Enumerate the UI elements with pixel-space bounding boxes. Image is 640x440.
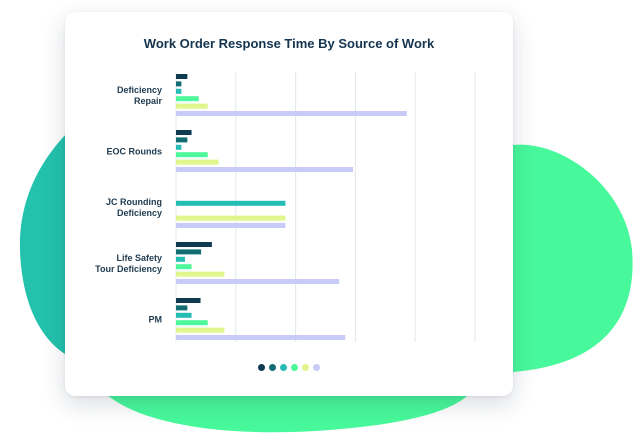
bar — [176, 320, 208, 326]
category-label: JC Rounding — [106, 197, 162, 207]
bar — [176, 152, 208, 158]
bar — [176, 74, 188, 79]
bar — [176, 256, 185, 262]
category-label: Deficiency — [117, 85, 162, 95]
pager-dot[interactable] — [291, 364, 298, 371]
green-blob-right — [513, 144, 633, 372]
bar — [176, 298, 201, 303]
pager-dot[interactable] — [280, 364, 287, 371]
bar — [176, 167, 354, 172]
bar — [176, 279, 340, 284]
category-label: Tour Deficiency — [95, 264, 162, 274]
bar — [176, 111, 407, 116]
category-label: EOC Rounds — [107, 147, 163, 157]
bar — [176, 103, 208, 109]
pager-dot[interactable] — [258, 364, 265, 371]
bar — [176, 271, 225, 277]
bar — [176, 264, 192, 270]
bar — [176, 335, 346, 340]
bar — [176, 144, 182, 150]
bar — [176, 249, 202, 255]
teal-blob-left — [19, 130, 72, 358]
category-label: Life Safety — [116, 253, 162, 263]
bar — [176, 312, 192, 318]
pager-dot[interactable] — [313, 364, 320, 371]
pager-dot[interactable] — [269, 364, 276, 371]
pager-dot[interactable] — [302, 364, 309, 371]
bar — [176, 200, 286, 206]
category-label: Repair — [134, 96, 163, 106]
bar — [176, 305, 188, 311]
bar — [176, 159, 219, 165]
bar — [176, 81, 182, 87]
bar — [176, 88, 182, 94]
bar — [176, 215, 286, 221]
bar — [176, 96, 199, 102]
category-label: Deficiency — [117, 208, 162, 218]
bar — [176, 130, 192, 135]
green-blob-bottom — [105, 393, 470, 433]
bar — [176, 242, 212, 247]
bar — [176, 223, 286, 228]
category-label: PM — [149, 315, 163, 325]
bar — [176, 137, 188, 143]
bar — [176, 327, 225, 333]
chart-card: Work Order Response Time By Source of Wo… — [65, 12, 513, 396]
chart-title: Work Order Response Time By Source of Wo… — [143, 36, 435, 51]
chart-pager — [65, 364, 513, 376]
